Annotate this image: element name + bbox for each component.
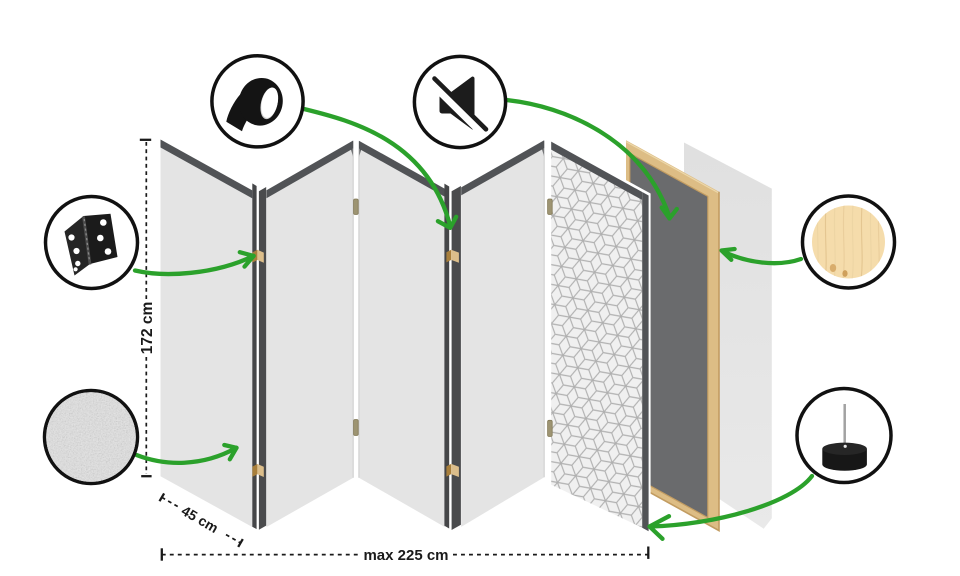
svg-text:max 225 cm: max 225 cm bbox=[363, 547, 448, 564]
svg-text:172 cm: 172 cm bbox=[139, 302, 156, 355]
svg-text:45 cm: 45 cm bbox=[179, 502, 221, 536]
